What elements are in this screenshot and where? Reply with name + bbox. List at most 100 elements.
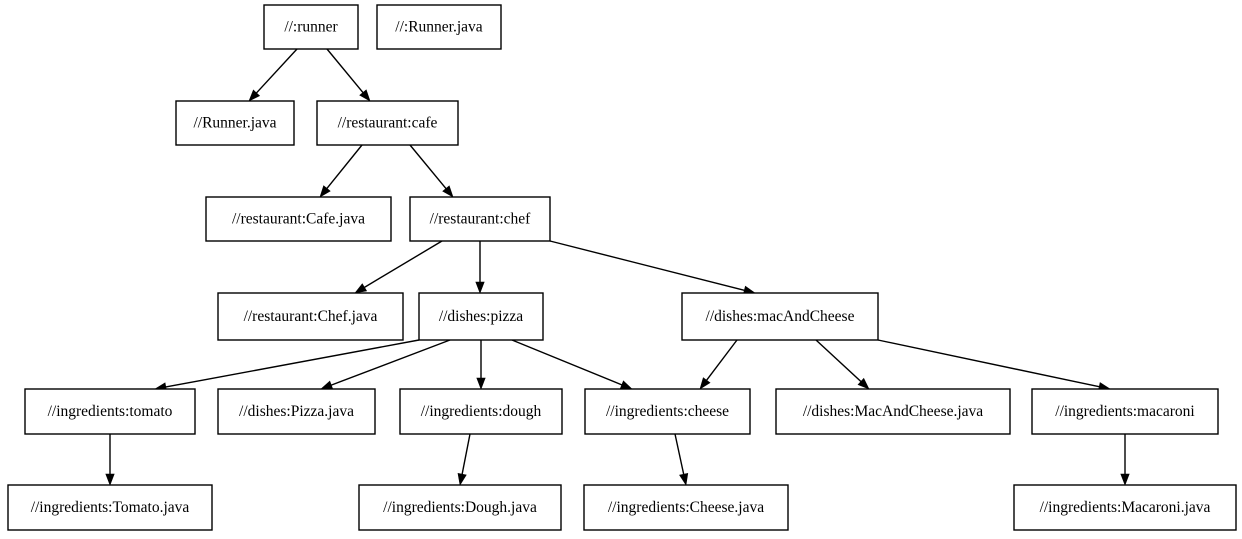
graph-edge [154,339,420,392]
nodes-layer: //:runner //:Runner.java //Runner.java //re… [7,4,1237,531]
node-label: //ingredients:Cheese.java [608,499,764,516]
node-box[interactable] [263,4,359,50]
edge-line [255,48,298,94]
graph-node[interactable]: //dishes:Pizza.java [217,388,376,435]
graph-edge [476,340,486,390]
node-box[interactable] [399,388,563,435]
node-box[interactable] [1013,484,1237,531]
node-label: //dishes:Pizza.java [239,403,354,420]
edge-line [326,48,364,93]
node-box[interactable] [681,292,879,341]
graph-edge [248,48,298,102]
graph-edge [815,339,870,390]
edge-line [326,144,363,189]
graph-edge [674,433,689,486]
graph-node[interactable]: //ingredients:tomato [24,388,196,435]
node-box[interactable] [217,388,376,435]
edge-arrowhead [679,472,689,486]
node-box[interactable] [418,292,544,341]
graph-edge [105,434,115,486]
graph-node[interactable]: //dishes:macAndCheese [681,292,879,341]
edge-arrowhead [442,185,454,198]
node-box[interactable] [775,388,1011,435]
edge-arrowhead [619,380,633,390]
edge-line [461,433,471,475]
edge-arrowhead [1120,473,1130,486]
graph-node[interactable]: //ingredients:Cheese.java [583,484,789,531]
edge-arrowhead [475,281,485,294]
edge-arrowhead [319,185,331,198]
graph-node[interactable]: //ingredients:Dough.java [358,484,562,531]
node-box[interactable] [584,388,751,435]
graph-node[interactable]: //Runner.java [175,100,295,146]
graph-edge [409,144,454,198]
node-box[interactable] [175,100,295,146]
graph-node[interactable]: //ingredients:Macaroni.java [1013,484,1237,531]
graph-node[interactable]: //:runner [263,4,359,50]
edge-line [706,339,738,381]
graph-node[interactable]: //dishes:pizza [418,292,544,341]
graph-node[interactable]: //ingredients:Tomato.java [7,484,213,531]
edge-arrowhead [857,377,870,390]
node-box[interactable] [358,484,562,531]
graph-node[interactable]: //ingredients:dough [399,388,563,435]
node-label: //restaurant:Cafe.java [232,211,365,228]
node-label: //ingredients:Macaroni.java [1040,499,1211,516]
graph-edge [319,144,363,198]
graph-edge [699,339,738,390]
graph-edge [354,240,443,294]
edge-line [815,339,862,383]
node-box[interactable] [376,4,502,50]
edge-line [674,433,685,475]
edge-line [549,240,745,291]
node-label: //dishes:pizza [439,308,523,325]
edge-arrowhead [699,377,711,390]
node-label: //ingredients:Tomato.java [31,499,190,516]
node-label: //dishes:macAndCheese [706,308,855,325]
edge-line [364,240,443,288]
graph-edge [475,241,485,294]
graph-edge [457,433,471,486]
graph-node[interactable]: //restaurant:chef [409,196,551,242]
graph-node[interactable]: //restaurant:Cafe.java [205,196,392,242]
node-label: //dishes:MacAndCheese.java [803,403,983,420]
node-box[interactable] [7,484,213,531]
node-label: //ingredients:cheese [606,403,729,420]
node-box[interactable] [316,100,459,146]
node-box[interactable] [24,388,196,435]
edge-arrowhead [457,473,467,486]
node-label: //ingredients:tomato [48,403,173,420]
node-label: //:runner [284,19,338,36]
edges-layer [105,48,1130,486]
graph-edge [511,339,633,390]
edge-line [331,339,451,386]
node-label: //:Runner.java [395,19,483,36]
graph-edge [326,48,371,102]
node-box[interactable] [409,196,551,242]
edge-arrowhead [105,473,115,486]
node-label: //restaurant:Chef.java [244,308,378,325]
node-label: //Runner.java [193,115,276,132]
graph-node[interactable]: //restaurant:cafe [316,100,459,146]
graph-edge [549,240,756,295]
graph-node[interactable]: //dishes:MacAndCheese.java [775,388,1011,435]
node-label: //ingredients:macaroni [1055,403,1195,420]
graph-node[interactable]: //:Runner.java [376,4,502,50]
node-box[interactable] [205,196,392,242]
node-box[interactable] [1031,388,1219,435]
edge-line [409,144,447,189]
graph-edge [320,339,451,390]
graph-node[interactable]: //restaurant:Chef.java [217,292,404,341]
graph-edge [877,339,1111,392]
graph-node[interactable]: //ingredients:macaroni [1031,388,1219,435]
graph-edge [1120,434,1130,486]
node-label: //ingredients:Dough.java [383,499,537,516]
edge-line [165,339,420,388]
graph-node[interactable]: //ingredients:cheese [584,388,751,435]
node-box[interactable] [217,292,404,341]
node-label: //ingredients:dough [421,403,542,420]
edge-line [877,339,1100,388]
node-box[interactable] [583,484,789,531]
